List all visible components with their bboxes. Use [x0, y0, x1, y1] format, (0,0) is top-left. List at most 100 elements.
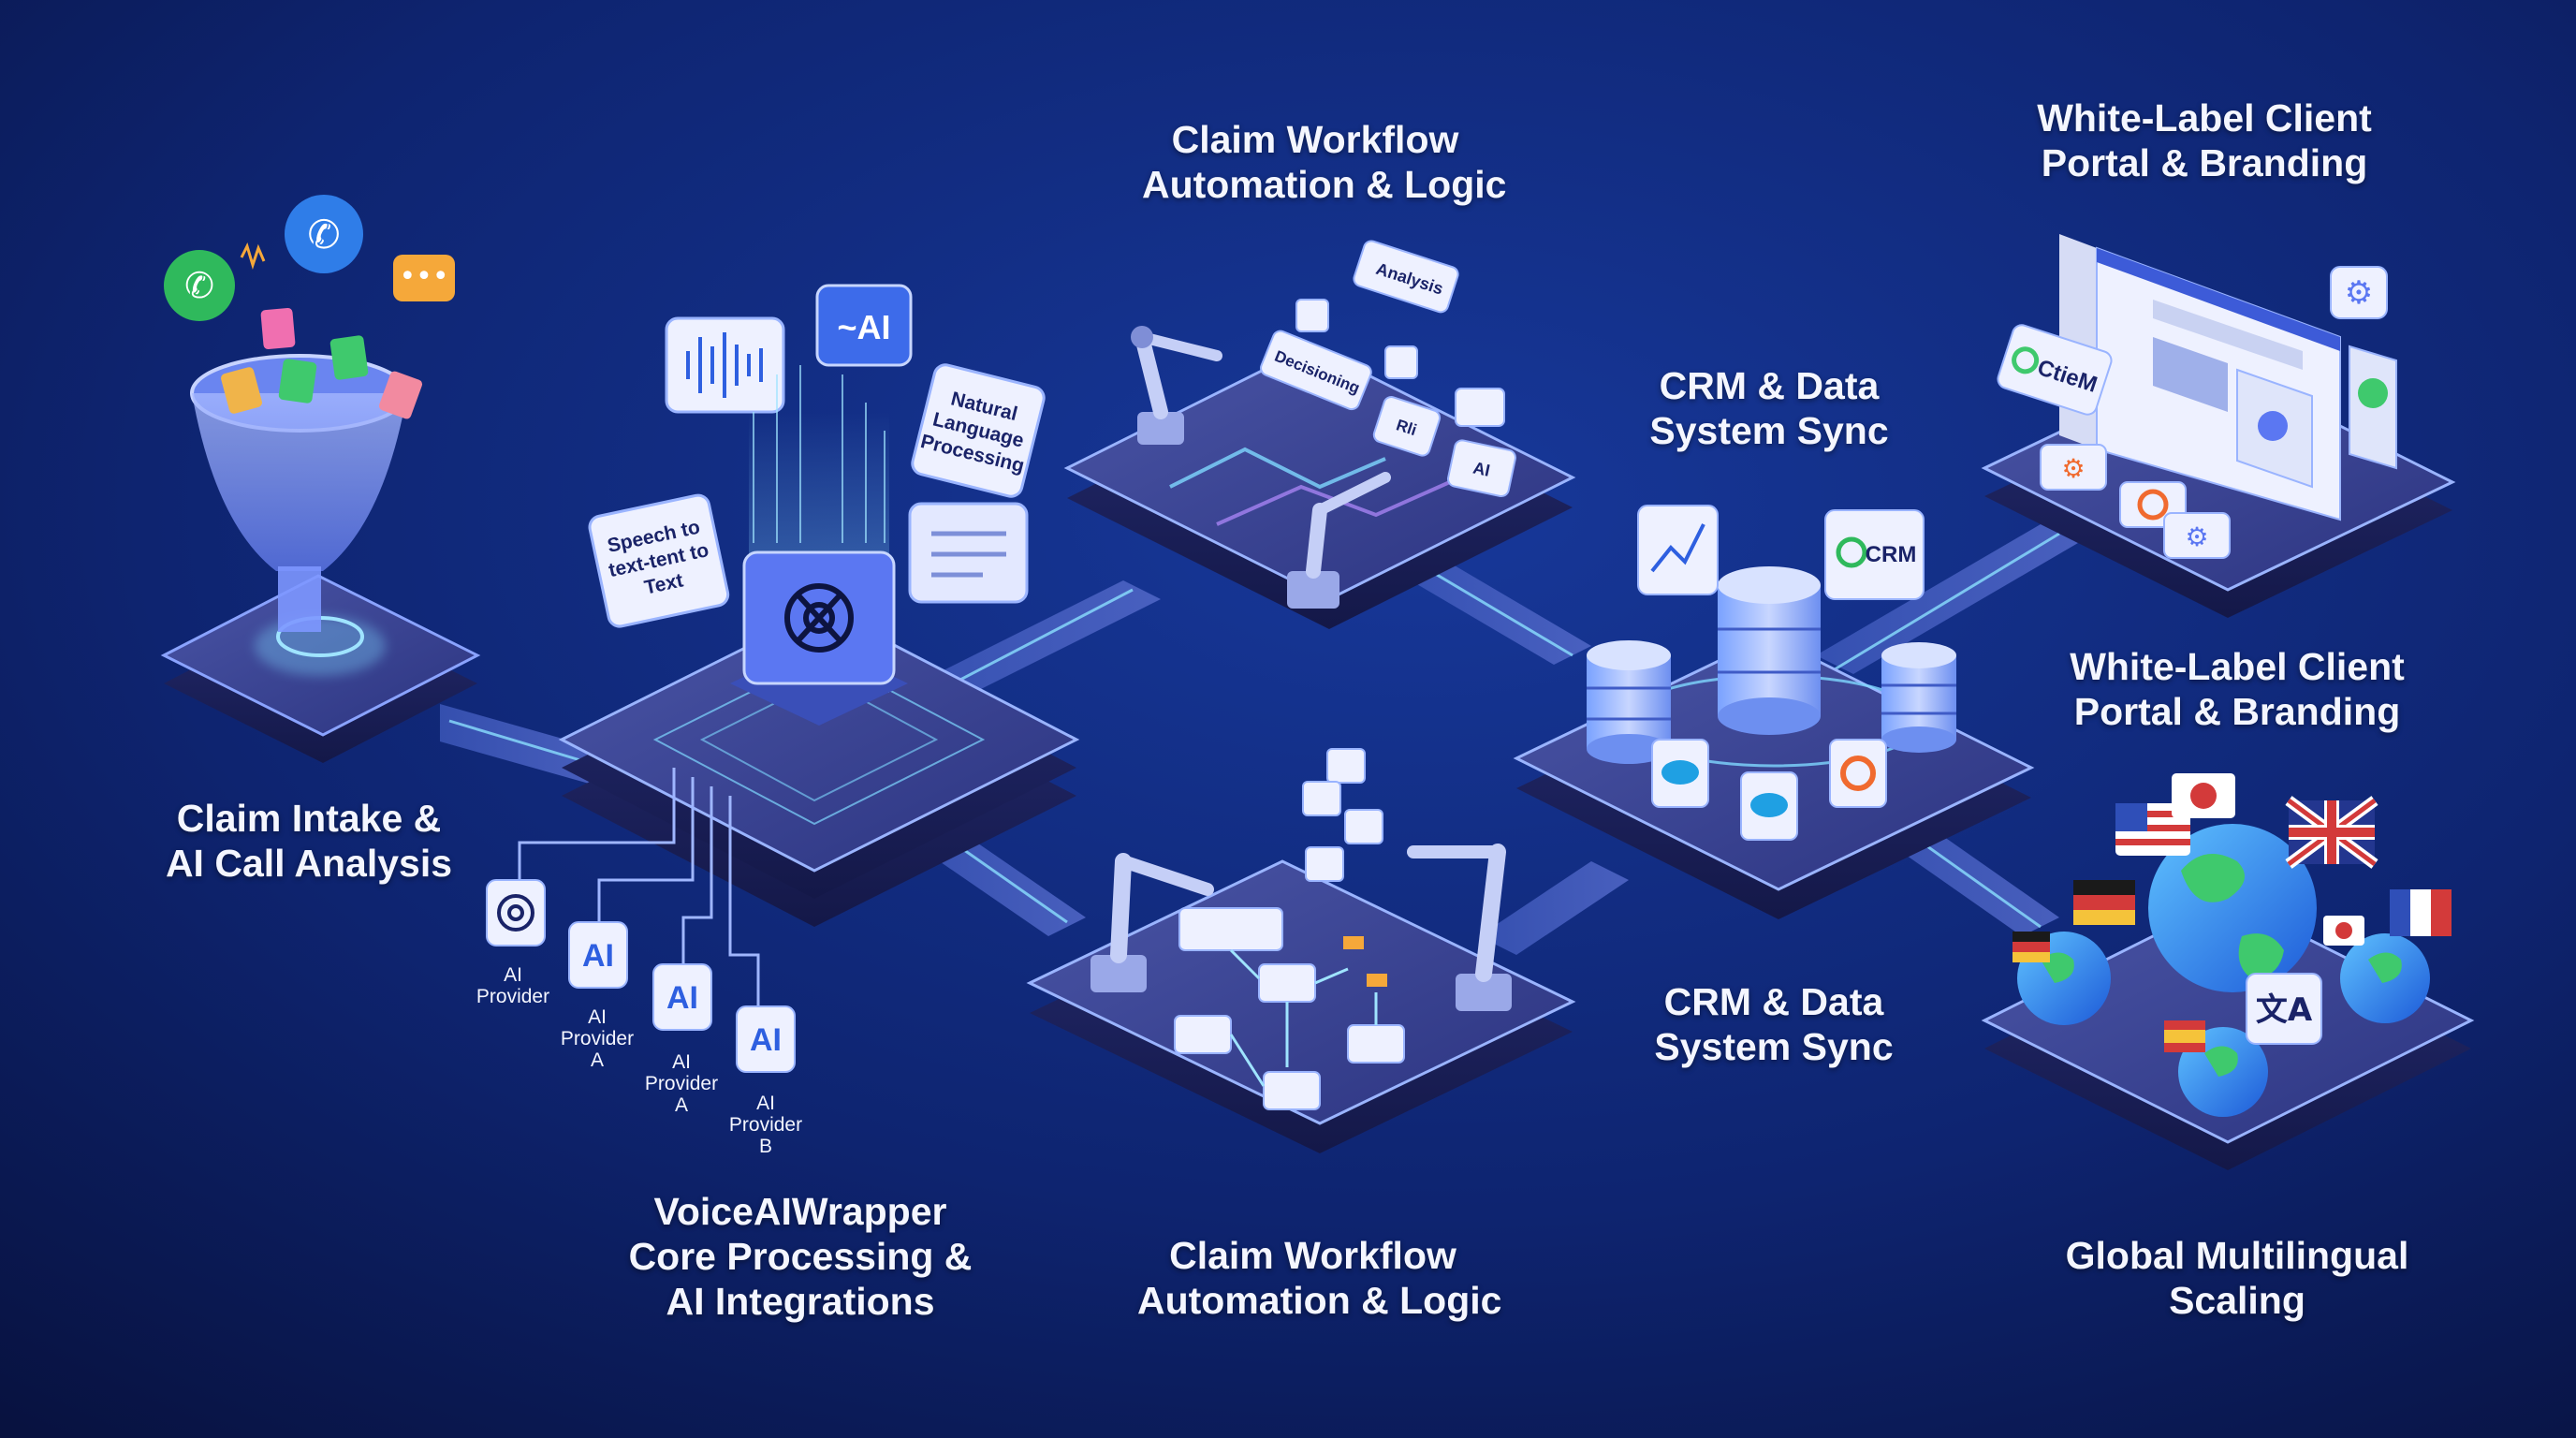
provider-connectors	[518, 768, 760, 1020]
database-icon	[1718, 566, 1821, 735]
label-line: System Sync	[1649, 409, 1889, 452]
label-line: Portal & Branding	[2073, 690, 2401, 733]
label-line: White-Label Client	[2070, 645, 2405, 688]
phone-icon: ✆	[285, 195, 363, 273]
portal-brand-card: CtieM	[1997, 324, 2113, 416]
provider-2-label: AI	[588, 1006, 607, 1028]
workflow-arrows	[1229, 948, 1378, 1087]
svg-text:✆: ✆	[184, 265, 214, 306]
svg-text:•••: •••	[399, 260, 448, 293]
label-line: VoiceAIWrapper	[653, 1190, 947, 1233]
flag-france-icon	[2390, 889, 2452, 936]
waveform-card	[665, 316, 785, 414]
crm-card-label: CRM	[1866, 542, 1917, 567]
label-whitelabel-mid: White-Label Client Portal & Branding	[2055, 644, 2420, 734]
provider-2-label: A	[591, 1049, 604, 1071]
nlp-card: Natural Language Processing	[911, 363, 1046, 498]
provider-4-label: B	[759, 1136, 772, 1157]
ai-card-label: ~AI	[837, 308, 890, 346]
label-line: Core Processing &	[628, 1235, 973, 1278]
provider-3-label: A	[675, 1094, 688, 1116]
label-global-scaling: Global Multilingual Scaling	[2055, 1233, 2420, 1323]
openai-icon	[784, 583, 854, 653]
ai-card: ~AI	[815, 284, 913, 367]
database-icon	[1881, 642, 1956, 753]
openai-icon	[497, 894, 534, 932]
gear-icon: ⚙	[2185, 521, 2208, 552]
label-claim-intake: Claim Intake & AI Call Analysis	[159, 796, 459, 886]
flag-germany-icon	[2012, 932, 2050, 962]
label-line: Automation & Logic	[1137, 1279, 1502, 1322]
flag-spain-icon	[2164, 1020, 2205, 1052]
portal-tiles: ⚙ ⚙	[2040, 444, 2231, 559]
label-line: White-Label Client	[2037, 96, 2372, 139]
globe-icon	[2148, 824, 2317, 992]
provider-tile-4: AI	[736, 1005, 796, 1073]
database-icon	[1587, 640, 1671, 764]
provider-tile-2: AI	[568, 921, 628, 989]
label-core-processing: VoiceAIWrapper Core Processing & AI Inte…	[618, 1189, 983, 1324]
robot-arm-icon	[1407, 844, 1512, 1011]
label-line: CRM & Data	[1659, 364, 1880, 407]
translate-icon: 文A	[2246, 973, 2322, 1045]
workflow-steps	[1174, 748, 1405, 1110]
waveform-icon	[686, 332, 763, 398]
label-crm-top: CRM & Data System Sync	[1647, 363, 1891, 453]
svg-text:✆: ✆	[307, 212, 340, 257]
label-line: Automation & Logic	[1142, 163, 1507, 206]
provider-4-icon: AI	[750, 1022, 782, 1058]
provider-3-label: AI	[672, 1051, 691, 1073]
label-line: Claim Workflow	[1169, 1234, 1456, 1277]
intake-platform	[160, 574, 481, 763]
ai-tag-label: AI	[1471, 459, 1492, 480]
provider-2-icon: AI	[582, 938, 614, 974]
workflow-top-platform	[1063, 345, 1576, 629]
crm-card: CRM	[1824, 509, 1925, 600]
label-line: Claim Workflow	[1171, 118, 1459, 161]
svg-text:文A: 文A	[2256, 991, 2313, 1029]
portal-window	[2059, 234, 2397, 521]
label-line: Claim Intake &	[176, 797, 442, 840]
provider-tile-1	[486, 879, 546, 946]
robot-arm-icon	[1090, 853, 1214, 992]
salesforce-icon	[1740, 771, 1798, 841]
flag-uk-icon	[2285, 796, 2378, 869]
openai-chip	[730, 550, 908, 726]
speech-to-text-card: Speech to text-tent to Text	[588, 493, 730, 628]
gear-icon: ⚙	[2061, 453, 2085, 484]
robot-arm-icon	[1131, 326, 1222, 445]
label-workflow-bottom: Claim Workflow Automation & Logic	[1137, 1233, 1502, 1323]
provider-4-label: AI	[756, 1093, 775, 1114]
label-crm-bottom: CRM & Data System Sync	[1652, 979, 1895, 1069]
provider-1-label: AI	[504, 964, 522, 986]
label-line: AI Integrations	[666, 1280, 935, 1323]
orange-marker	[1367, 974, 1387, 987]
label-line: CRM & Data	[1663, 980, 1884, 1023]
salesforce-icon	[1651, 739, 1709, 808]
sync-icon	[1829, 739, 1887, 808]
routing-tag: Rli	[1372, 396, 1442, 457]
provider-3-icon: AI	[666, 980, 698, 1016]
gear-icon: ⚙	[2330, 266, 2388, 319]
orange-marker	[1343, 936, 1364, 949]
flag-japan-icon	[2323, 916, 2364, 946]
chat-card	[908, 502, 1029, 604]
phone-icon: ✆	[164, 250, 235, 321]
provider-1-label: Provider	[476, 986, 549, 1007]
globe-icon	[2340, 933, 2430, 1023]
label-workflow-top: Claim Workflow Automation & Logic	[1142, 117, 1507, 207]
data-stream	[753, 365, 886, 543]
chart-icon	[1637, 505, 1719, 595]
robot-arm-icon	[1287, 472, 1391, 609]
label-whitelabel-top: White-Label Client Portal & Branding	[2022, 95, 2387, 185]
provider-3-label: Provider	[645, 1073, 718, 1094]
ai-tag: AI	[1446, 439, 1516, 498]
provider-4-label: Provider	[729, 1114, 802, 1136]
label-line: System Sync	[1654, 1025, 1894, 1068]
waveform-icon	[240, 242, 266, 270]
chat-icon: •••	[393, 255, 455, 301]
core-platform	[558, 607, 1080, 927]
label-line: Scaling	[2169, 1279, 2305, 1322]
intake-documents	[221, 308, 423, 419]
